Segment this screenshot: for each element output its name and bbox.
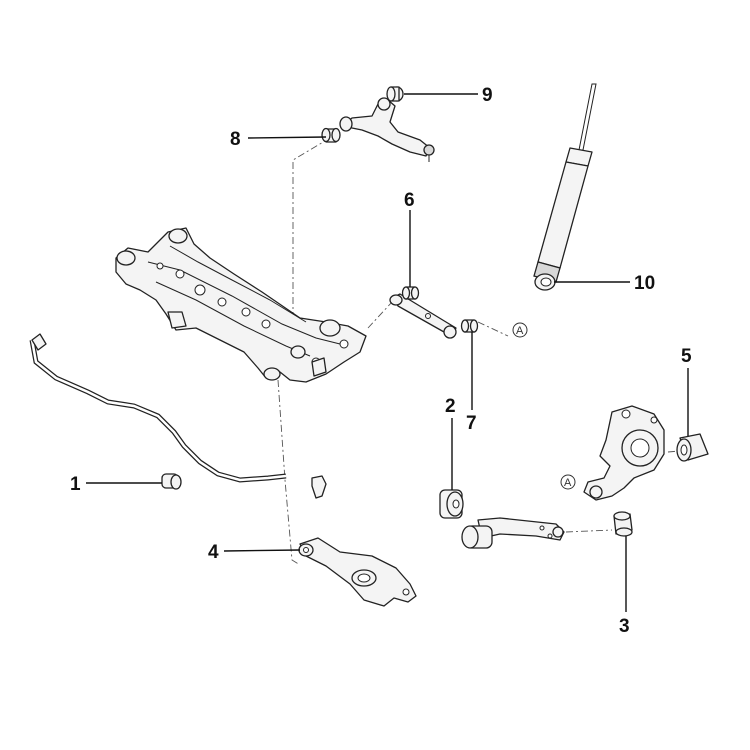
bushing-8 xyxy=(321,127,341,143)
leader-lines xyxy=(86,93,689,612)
callout-2: 2 xyxy=(445,396,456,417)
leader-8 xyxy=(247,136,327,139)
callout-7: 7 xyxy=(466,413,477,434)
shock-absorber xyxy=(533,83,597,291)
reference-marker-a-upper: A xyxy=(512,322,528,338)
trailing-arm xyxy=(461,517,565,549)
leader-4 xyxy=(223,549,301,552)
callout-9: 9 xyxy=(482,85,493,106)
callout-4: 4 xyxy=(208,542,219,563)
callout-8: 8 xyxy=(230,129,241,150)
callout-6: 6 xyxy=(404,190,415,211)
callout-1: 1 xyxy=(70,474,81,495)
callout-numbers: 1 2 3 4 5 6 7 8 9 10 xyxy=(70,85,692,637)
callout-5: 5 xyxy=(681,346,692,367)
bushing-5 xyxy=(676,433,709,462)
lower-control-arm xyxy=(298,537,417,607)
bushing-3 xyxy=(613,511,633,537)
callout-3: 3 xyxy=(619,616,630,637)
stabilizer-bar xyxy=(29,333,327,499)
svg-text:A: A xyxy=(516,325,524,337)
upper-control-arm xyxy=(339,97,435,162)
bushing-6 xyxy=(401,286,420,300)
reference-marker-a-knuckle: A xyxy=(560,474,576,490)
bushing-1 xyxy=(161,473,182,490)
bushing-7 xyxy=(460,319,479,333)
rear-subframe xyxy=(115,227,367,383)
bushing-2 xyxy=(439,489,464,519)
bushing-9 xyxy=(386,86,404,102)
callout-10: 10 xyxy=(634,273,655,294)
lateral-link xyxy=(389,293,457,339)
rear-knuckle xyxy=(583,405,665,501)
svg-text:A: A xyxy=(564,477,572,489)
